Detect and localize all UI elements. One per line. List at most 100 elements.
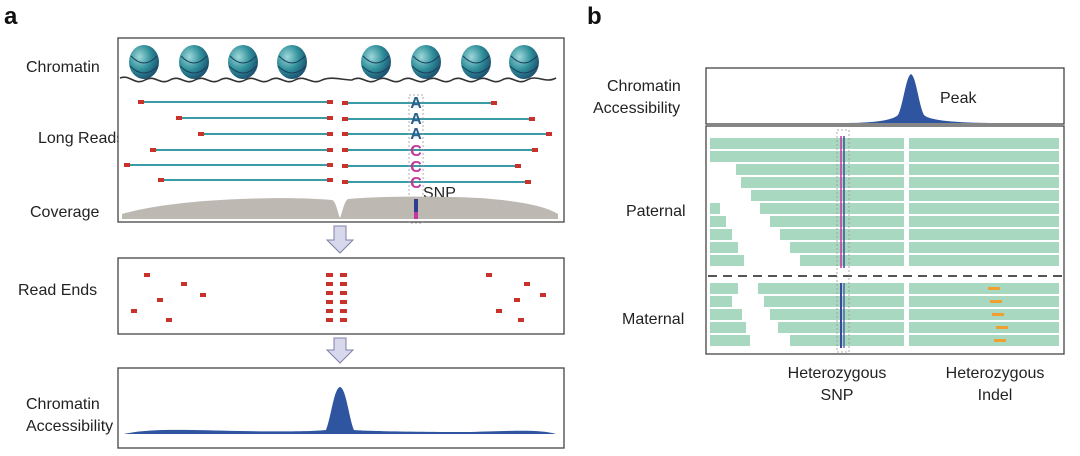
read-bar (909, 151, 1059, 162)
read-bar (800, 255, 904, 266)
read-end-mark (131, 309, 137, 313)
indel-marks (988, 287, 1008, 342)
base-letter: A (410, 95, 422, 112)
read-end-mark (157, 298, 163, 302)
maternal-reads (710, 283, 1059, 346)
peak-box (705, 67, 1065, 125)
read-bar (780, 229, 904, 240)
het-snp-label-line2: SNP (821, 387, 854, 404)
chromatin-label: Chromatin (26, 59, 100, 76)
nucleosome (509, 45, 539, 79)
read-bar (751, 190, 904, 201)
read-bar (790, 335, 904, 346)
read-end-mark (326, 291, 333, 295)
read-end-mark (540, 293, 546, 297)
coverage-snp-marker-c (414, 212, 418, 219)
read-bar (710, 229, 732, 240)
read-end-mark (340, 318, 347, 322)
nucleosome (411, 45, 441, 79)
b-snp-column-box (836, 129, 850, 353)
read-bar (710, 322, 746, 333)
nucleosome (277, 45, 307, 79)
base-letter: A (410, 111, 422, 128)
read-bar (710, 255, 744, 266)
accessibility-track (124, 387, 556, 434)
read-bar (909, 242, 1059, 253)
read-bar (790, 242, 904, 253)
base-letter: C (410, 143, 422, 160)
long-read (342, 180, 531, 184)
panel-b-letter: b (587, 3, 602, 30)
snp-column-box (408, 94, 424, 224)
base-letter: A (410, 126, 422, 143)
read-bar (909, 309, 1059, 320)
read-end-mark (340, 273, 347, 277)
read-bar (909, 296, 1059, 307)
indel-mark (990, 300, 1002, 303)
dna-strand (119, 76, 557, 83)
long-read (176, 116, 333, 120)
read-ends-box (117, 257, 565, 335)
read-end-mark (326, 273, 333, 277)
read-end-mark (200, 293, 206, 297)
long-read (342, 132, 552, 136)
base-letter: C (410, 175, 422, 192)
read-bar (909, 322, 1059, 333)
read-bar (909, 190, 1059, 201)
long-read (342, 164, 521, 168)
read-bar (758, 283, 904, 294)
peak-label: Peak (940, 90, 977, 107)
read-end-mark (144, 273, 150, 277)
indel-mark (994, 339, 1006, 342)
read-end-mark (340, 300, 347, 304)
read-bar (710, 296, 732, 307)
read-bar (909, 335, 1059, 346)
nucleosome (461, 45, 491, 79)
read-end-mark (496, 309, 502, 313)
het-indel-label-line2: Indel (978, 387, 1013, 404)
indel-mark (988, 287, 1000, 290)
read-bar (760, 203, 904, 214)
accessibility-label-line2: Accessibility (26, 418, 113, 435)
read-bar (710, 283, 738, 294)
read-bar (909, 177, 1059, 188)
read-end-mark (340, 282, 347, 286)
read-ends (131, 273, 546, 322)
read-bar (710, 335, 750, 346)
snp-bases: A A A C C C (410, 95, 422, 192)
long-reads (124, 100, 552, 184)
coverage-snp-marker-a (414, 199, 418, 219)
read-end-mark (518, 318, 524, 322)
read-end-mark (340, 309, 347, 313)
read-bar (909, 138, 1059, 149)
long-read (158, 178, 333, 182)
read-end-mark (524, 282, 530, 286)
read-bar (909, 203, 1059, 214)
read-end-mark (340, 291, 347, 295)
long-read (342, 117, 535, 121)
long-read (198, 132, 333, 136)
read-end-mark (326, 300, 333, 304)
read-bar (736, 164, 904, 175)
b-snp-marks (840, 136, 845, 348)
nucleosome (228, 45, 258, 79)
read-bar (710, 138, 904, 149)
long-read (124, 163, 333, 167)
read-end-mark (486, 273, 492, 277)
read-bar (741, 177, 904, 188)
coverage-label: Coverage (30, 204, 99, 221)
base-letter: C (410, 159, 422, 176)
read-bar (909, 255, 1059, 266)
read-end-mark (514, 298, 520, 302)
down-arrow (325, 225, 355, 254)
read-bar (710, 151, 904, 162)
b-accessibility-label-line2: Accessibility (593, 100, 680, 117)
coverage-profile (122, 196, 558, 219)
read-bar (710, 216, 726, 227)
read-end-mark (326, 282, 333, 286)
nucleosome (361, 45, 391, 79)
long-read (342, 148, 538, 152)
read-bar (770, 309, 904, 320)
long-read (138, 100, 333, 104)
het-indel-label-line1: Heterozygous (946, 365, 1045, 382)
